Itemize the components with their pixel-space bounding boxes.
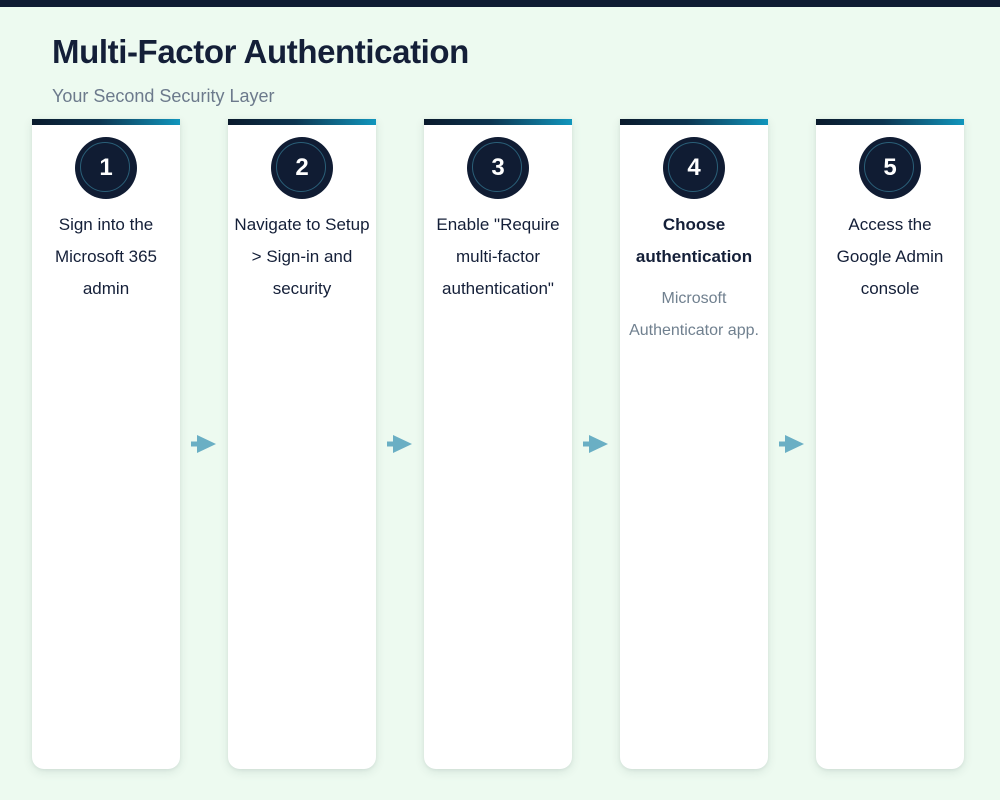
- page-subtitle: Your Second Security Layer: [52, 86, 275, 106]
- step-number: 1: [99, 154, 113, 181]
- arrow-right-icon: [191, 435, 216, 453]
- connector-3-4: [572, 119, 620, 769]
- card-accent-bar: [32, 119, 180, 125]
- step-card-3[interactable]: 3 Enable "Require multi-factor authentic…: [424, 119, 572, 769]
- arrow-right-icon: [583, 435, 608, 453]
- step-description: Microsoft Authenticator app.: [629, 290, 759, 339]
- step-title: Access the Google Admin console: [836, 215, 944, 298]
- step-number-badge: 2: [271, 137, 333, 199]
- card-accent-bar: [816, 119, 964, 125]
- step-title: Navigate to Setup > Sign-in and security: [234, 215, 370, 298]
- page-header: Multi-Factor Authentication Your Second …: [52, 7, 952, 107]
- step-number: 2: [295, 154, 309, 181]
- card-body: Navigate to Setup > Sign-in and security: [228, 199, 376, 305]
- step-title: Enable "Require multi-factor authenticat…: [436, 215, 560, 298]
- step-number: 4: [687, 154, 701, 181]
- connector-4-5: [768, 119, 816, 769]
- card-body: Sign into the Microsoft 365 admin: [32, 199, 180, 305]
- arrow-right-icon: [779, 435, 804, 453]
- card-body: Access the Google Admin console: [816, 199, 964, 305]
- step-number: 5: [883, 154, 897, 181]
- step-number-badge: 4: [663, 137, 725, 199]
- step-card-2[interactable]: 2 Navigate to Setup > Sign-in and securi…: [228, 119, 376, 769]
- step-title: Sign into the Microsoft 365 admin: [54, 215, 158, 298]
- step-number-badge: 3: [467, 137, 529, 199]
- card-body: Choose authentication Microsoft Authenti…: [620, 199, 768, 347]
- card-body: Enable "Require multi-factor authenticat…: [424, 199, 572, 305]
- step-number-badge: 1: [75, 137, 137, 199]
- card-accent-bar: [424, 119, 572, 125]
- connector-2-3: [376, 119, 424, 769]
- connector-1-2: [180, 119, 228, 769]
- badge-ring: [80, 142, 130, 192]
- steps-flow-diagram: 1 Sign into the Microsoft 365 admin 2 Na…: [32, 119, 968, 769]
- badge-ring: [472, 142, 522, 192]
- step-number-badge: 5: [859, 137, 921, 199]
- page-title: Multi-Factor Authentication: [52, 33, 469, 70]
- page-top-accent-bar: [0, 0, 1000, 7]
- badge-ring: [668, 142, 718, 192]
- step-card-4[interactable]: 4 Choose authentication Microsoft Authen…: [620, 119, 768, 769]
- card-accent-bar: [620, 119, 768, 125]
- step-number: 3: [491, 154, 505, 181]
- step-title: Choose authentication: [635, 215, 753, 266]
- card-accent-bar: [228, 119, 376, 125]
- step-card-1[interactable]: 1 Sign into the Microsoft 365 admin: [32, 119, 180, 769]
- badge-ring: [864, 142, 914, 192]
- step-card-5[interactable]: 5 Access the Google Admin console: [816, 119, 964, 769]
- badge-ring: [276, 142, 326, 192]
- arrow-right-icon: [387, 435, 412, 453]
